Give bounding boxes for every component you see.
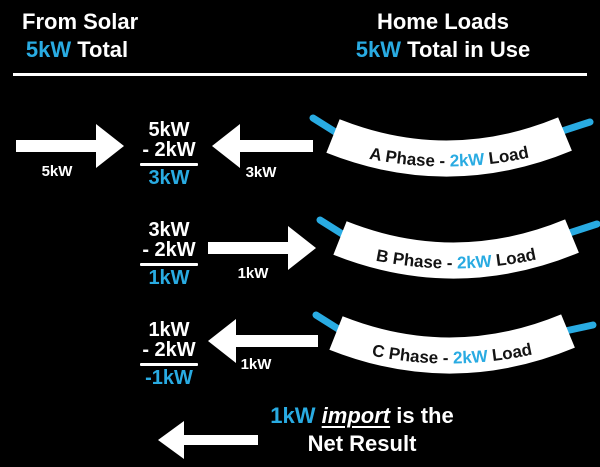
math-subtract: - 2kW <box>142 139 196 161</box>
header-from-solar: From Solar 5kW Total <box>22 8 139 64</box>
banner-ribbon <box>326 117 572 177</box>
math-stack-a-phase: 5kW - 2kW 3kW <box>137 120 201 188</box>
math-subtract: - 2kW <box>142 339 196 361</box>
math-top: 3kW <box>148 219 190 241</box>
header-home-loads: Home Loads 5kW Total in Use <box>343 8 543 64</box>
from-solar-rest: Total <box>71 37 129 62</box>
from-solar-title: From Solar <box>22 9 139 34</box>
math-rule <box>140 363 198 366</box>
from-solar-value: 5kW <box>25 37 72 62</box>
banner-value: 2kW <box>449 150 486 171</box>
math-result: 1kW <box>148 267 190 289</box>
math-result: -1kW <box>145 367 193 389</box>
solar-input-arrow-label: 5kW <box>41 163 73 180</box>
math-stack-c-phase: 1kW - 2kW -1kW <box>137 320 201 388</box>
math-top: 5kW <box>148 119 190 141</box>
banner-value: 2kW <box>457 252 494 273</box>
b-phase-wire-banner: B Phase - 2kW Load <box>316 216 600 279</box>
a-phase-wire-banner: A Phase - 2kW Load <box>309 114 594 177</box>
banner-ribbon <box>329 314 575 374</box>
solar-input-arrow-right-icon <box>16 124 124 168</box>
net-result-emphasis: import <box>321 403 391 428</box>
home-loads-title: Home Loads <box>376 9 510 34</box>
net-result-line2: Net Result <box>307 431 417 456</box>
net-result-line1: 1kW import is the <box>237 402 487 430</box>
net-result-arrow-left-icon <box>158 421 258 459</box>
math-rule <box>140 263 198 266</box>
net-result-rest: is the <box>390 403 454 428</box>
a-phase-flow-label: 3kW <box>245 164 277 181</box>
c-phase-flow-arrow-left-icon <box>208 319 318 363</box>
b-phase-flow-label: 1kW <box>237 265 269 282</box>
math-top: 1kW <box>148 319 190 341</box>
math-subtract: - 2kW <box>142 239 196 261</box>
banner-value: 2kW <box>453 347 490 368</box>
home-loads-total: 5kW Total in Use <box>343 36 543 64</box>
a-phase-flow-arrow-left-icon <box>212 124 313 168</box>
math-rule <box>140 163 198 166</box>
net-result-text: 1kW import is the Net Result <box>237 402 487 458</box>
header-divider <box>13 73 587 76</box>
banner-ribbon <box>333 219 579 279</box>
home-loads-value: 5kW <box>355 37 402 62</box>
c-phase-wire-banner: C Phase - 2kW Load <box>312 311 597 374</box>
net-result-value: 1kW <box>270 403 316 428</box>
home-loads-rest: Total in Use <box>401 37 531 62</box>
c-phase-flow-label: 1kW <box>240 356 272 373</box>
math-result: 3kW <box>148 167 190 189</box>
from-solar-total: 5kW Total <box>22 36 132 64</box>
b-phase-flow-arrow-right-icon <box>208 226 316 270</box>
math-stack-b-phase: 3kW - 2kW 1kW <box>137 220 201 288</box>
